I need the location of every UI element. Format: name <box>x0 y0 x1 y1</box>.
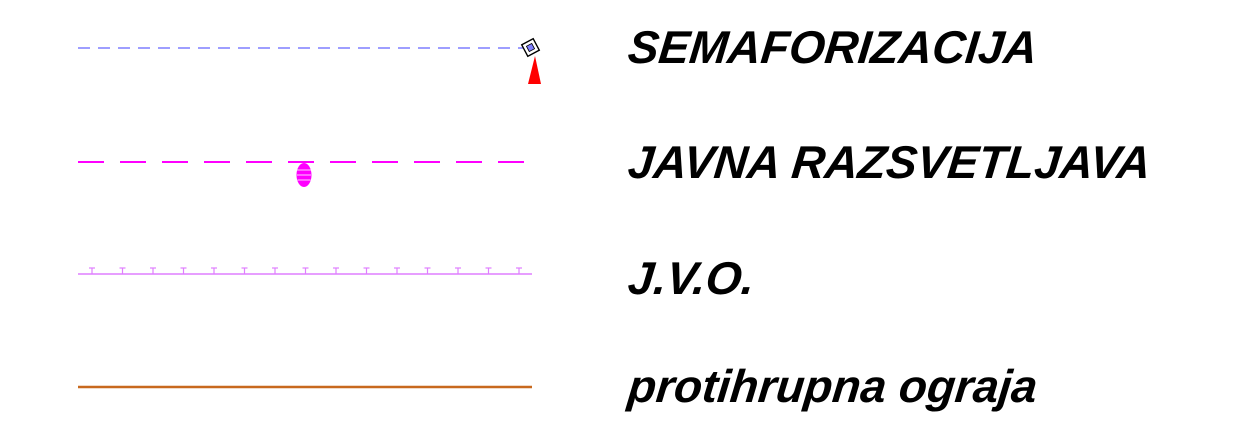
legend-line-jvo <box>78 267 532 275</box>
legend-label-protihrupna-ograja: protihrupna ograja <box>625 360 1041 412</box>
street-light-icon <box>296 163 312 187</box>
legend-label-javna-razsvetljava: JAVNA RAZSVETLJAVA <box>625 136 1154 188</box>
legend-label-semaforizacija: SEMAFORIZACIJA <box>625 21 1041 73</box>
traffic-signal-icon <box>520 37 541 84</box>
legend-label-jvo: J.V.O. <box>625 252 758 304</box>
